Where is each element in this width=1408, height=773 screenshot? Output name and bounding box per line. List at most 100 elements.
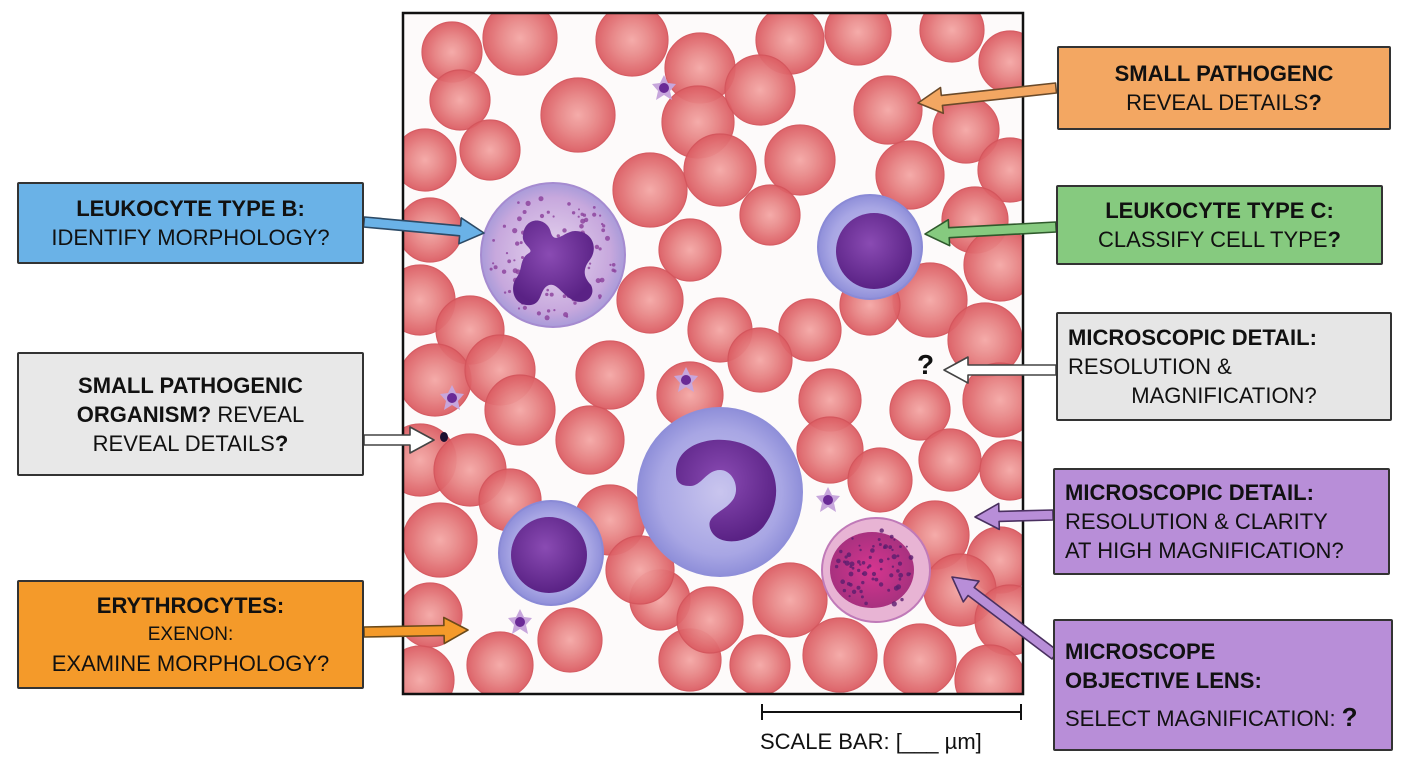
label-title: OBJECTIVE LENS:: [1065, 668, 1262, 693]
label-text: AT HIGH MAGNIFICATION?: [1065, 538, 1344, 563]
arrow-small-organism: [363, 426, 435, 454]
red-blood-cell: [676, 586, 744, 654]
question-mark-standalone: ?: [917, 349, 935, 380]
label-microscopic-detail-purple: MICROSCOPIC DETAIL: RESOLUTION & CLARITY…: [1053, 468, 1390, 575]
question-mark: ?: [1308, 90, 1322, 115]
red-blood-cell: [482, 13, 558, 76]
red-blood-cell: [875, 140, 945, 210]
platelets: [440, 75, 840, 634]
red-blood-cell: [796, 416, 864, 484]
label-text: REVEAL: [211, 401, 305, 427]
label-title: MICROSCOPE: [1065, 639, 1216, 664]
label-title: SMALL PATHOGENC: [1114, 61, 1334, 86]
red-blood-cell: [466, 631, 534, 694]
red-blood-cell: [658, 218, 722, 282]
lymphocyte-cell-lower: [498, 500, 604, 606]
label-title: LEUKOCYTE TYPE B:: [76, 196, 305, 221]
label-text: SELECT MAGNIFICATION:: [1065, 706, 1342, 731]
neutrophil-cell: [480, 182, 626, 328]
label-text: EXENON:: [147, 624, 234, 645]
red-blood-cell: [977, 137, 1023, 203]
red-blood-cell: [403, 343, 472, 417]
red-blood-cell: [889, 379, 951, 441]
label-microscopic-detail-gray: MICROSCOPIC DETAIL: RESOLUTION & MAGNIFI…: [1056, 312, 1392, 421]
arrow-microscopic-detail-gray: [943, 356, 1057, 384]
scale-bar-label: SCALE BAR: [___ µm]: [760, 729, 982, 754]
label-title: LEUKOCYTE TYPE C:: [1105, 198, 1334, 223]
red-blood-cell: [403, 502, 478, 578]
red-blood-cell: [575, 340, 645, 410]
red-blood-cell: [979, 439, 1023, 501]
question-mark: ?: [274, 430, 289, 456]
red-blood-cells: [403, 13, 1023, 694]
label-small-pathogen-top: SMALL PATHOGENC REVEAL DETAILS?: [1057, 46, 1391, 130]
red-blood-cell: [963, 228, 1023, 302]
red-blood-cell: [605, 535, 675, 605]
red-blood-cell: [739, 184, 801, 246]
label-title: SMALL PATHOGENIC: [78, 372, 303, 398]
platelet: [652, 75, 676, 100]
red-blood-cell: [918, 428, 982, 492]
red-blood-cell: [919, 13, 985, 63]
arrow-microscopic-detail-purple: [974, 502, 1054, 531]
red-blood-cell: [555, 405, 625, 475]
red-blood-cell: [595, 13, 669, 77]
red-blood-cell: [729, 634, 791, 694]
small-pathogen-dot: [440, 432, 448, 442]
label-text: MAGNIFICATION?: [1131, 383, 1317, 408]
micrograph-field: [403, 13, 1023, 694]
basophil-cell: [821, 517, 931, 623]
label-text: EXAMINE MORPHOLOGY?: [51, 651, 330, 676]
label-text: RESOLUTION & CLARITY: [1065, 509, 1328, 534]
red-blood-cell: [962, 362, 1023, 438]
red-blood-cell: [683, 133, 757, 207]
red-blood-cell: [537, 607, 603, 673]
red-blood-cell: [802, 617, 878, 693]
scale-bar: [761, 704, 1022, 720]
arrow-erythrocytes: [363, 616, 469, 645]
red-blood-cell: [752, 562, 828, 638]
callout-arrows: [362, 82, 1059, 660]
platelet: [816, 487, 840, 512]
label-title: MICROSCOPIC DETAIL:: [1065, 480, 1314, 505]
monocyte-cell: [637, 407, 803, 577]
red-blood-cell: [764, 124, 836, 196]
label-text: RESOLUTION &: [1068, 354, 1232, 379]
question-mark: ?: [1327, 227, 1341, 252]
label-text: IDENTIFY MORPHOLOGY?: [51, 225, 330, 250]
arrow-leukocyte-c: [924, 218, 1058, 247]
red-blood-cell: [954, 644, 1023, 694]
red-blood-cell: [429, 69, 491, 131]
label-erythrocytes: ERYTHROCYTES: EXENON: EXAMINE MORPHOLOGY…: [17, 580, 364, 689]
label-small-pathogenic-organism: SMALL PATHOGENIC ORGANISM? REVEAL REVEAL…: [17, 352, 364, 476]
platelet: [440, 385, 464, 410]
lymphocyte-cell-upper: [817, 194, 923, 300]
red-blood-cell: [978, 30, 1023, 94]
label-title: MICROSCOPIC DETAIL:: [1068, 325, 1317, 350]
red-blood-cell: [778, 298, 842, 362]
red-blood-cell: [403, 128, 457, 192]
platelet: [674, 367, 698, 392]
arrow-leukocyte-b: [362, 216, 485, 245]
red-blood-cell: [403, 645, 455, 694]
red-blood-cell: [824, 13, 892, 66]
red-blood-cell: [847, 447, 913, 513]
red-blood-cell: [459, 119, 521, 181]
white-blood-cells: [480, 182, 931, 623]
label-leukocyte-type-c: LEUKOCYTE TYPE C: CLASSIFY CELL TYPE?: [1056, 185, 1383, 265]
label-text: CLASSIFY CELL TYPE: [1098, 227, 1328, 252]
arrow-small-pathogen-top: [917, 82, 1058, 115]
red-blood-cell: [616, 266, 684, 334]
label-objective-lens: MICROSCOPE OBJECTIVE LENS: SELECT MAGNIF…: [1053, 619, 1393, 751]
arrow-objective-lens: [951, 576, 1059, 660]
red-blood-cell: [612, 152, 688, 228]
red-blood-cell: [853, 75, 923, 145]
platelet: [508, 609, 532, 634]
red-blood-cell: [540, 77, 616, 153]
red-blood-cell: [727, 327, 793, 393]
label-text: REVEAL DETAILS: [92, 430, 275, 456]
question-mark: ?: [1341, 702, 1358, 732]
label-leukocyte-type-b: LEUKOCYTE TYPE B: IDENTIFY MORPHOLOGY?: [17, 182, 364, 264]
